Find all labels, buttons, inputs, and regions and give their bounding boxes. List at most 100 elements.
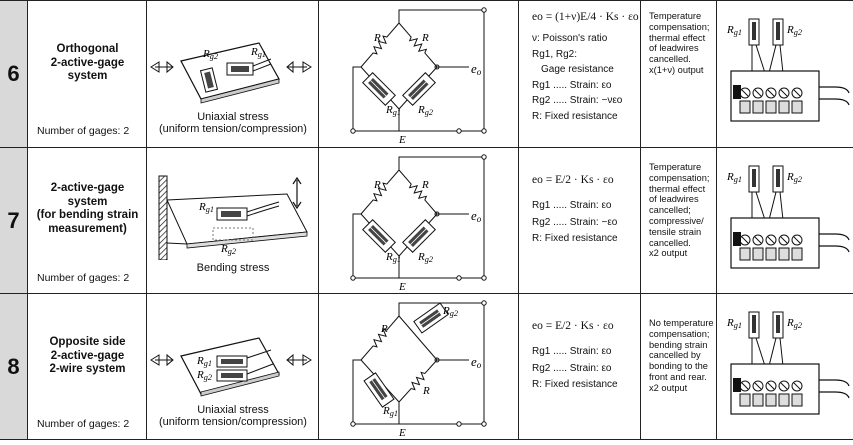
cable bbox=[819, 86, 850, 106]
output-formula: eo = E/2 · Ks · εo bbox=[532, 320, 614, 332]
gage-label: Rg2 bbox=[202, 48, 218, 61]
gage-label: Rg2 bbox=[786, 24, 802, 37]
note-line: cancelled; bbox=[649, 205, 691, 216]
gage-label: Rg1 bbox=[726, 24, 742, 37]
output-formula: eo = E/2 · Ks · εo bbox=[532, 174, 614, 186]
note-line: x2 output bbox=[649, 248, 688, 259]
system-name-line: 2-wire system bbox=[49, 363, 126, 375]
output-voltage-label: eo bbox=[471, 354, 482, 370]
strain-gage-symbol bbox=[363, 372, 395, 408]
gage-label: Rg2 bbox=[417, 104, 433, 117]
system-name-line: (for bending strain bbox=[36, 209, 139, 221]
gage-label: Rg2 bbox=[786, 317, 802, 330]
strain-gage-bottom bbox=[212, 227, 254, 241]
formula-line: Rg2 ..... Strain: −εo bbox=[532, 216, 618, 228]
note-line: cancelled. bbox=[649, 54, 691, 65]
gage-count: Number of gages: 2 bbox=[37, 418, 130, 430]
note-line: No temperature bbox=[649, 318, 714, 328]
gage-count: Number of gages: 2 bbox=[37, 125, 130, 137]
formula-line: Rg1 ..... Strain: εo bbox=[532, 346, 612, 357]
caption-line: Bending stress bbox=[196, 262, 270, 274]
formula-line: Rg2 ..... Strain: εo bbox=[532, 362, 612, 374]
gage-label: Rg2 bbox=[786, 171, 802, 184]
output-voltage-label: eo bbox=[471, 61, 482, 77]
note-line: compensation; bbox=[649, 21, 710, 32]
output-voltage-label: eo bbox=[471, 208, 482, 224]
caption-line: (uniform tension/compression) bbox=[159, 416, 307, 428]
system-name-line: 2-active-gage bbox=[50, 56, 125, 69]
note-line: compensation; bbox=[649, 172, 710, 183]
note-line: of leadwires bbox=[649, 43, 699, 54]
supply-voltage-label: E bbox=[398, 427, 406, 439]
note-line: front and rear. bbox=[649, 371, 707, 382]
terminal-wiring-diagram: Rg1 Rg2 bbox=[726, 18, 850, 122]
formula-line: Rg1, Rg2: bbox=[532, 48, 578, 60]
row-number: 7 bbox=[0, 148, 28, 294]
tension-arrow-left-icon bbox=[150, 60, 174, 74]
formula-line: R: Fixed resistance bbox=[532, 110, 618, 122]
note-line: cancelled by bbox=[649, 350, 701, 361]
note-line: tensile strain bbox=[649, 226, 702, 237]
strain-gage-symbol bbox=[362, 219, 396, 253]
fixed-resistor bbox=[398, 169, 438, 215]
formula-line: R: Fixed resistance bbox=[532, 379, 618, 390]
formula-line: Rg1 ..... Strain: εo bbox=[532, 79, 612, 91]
note-line: Temperature bbox=[649, 162, 702, 172]
note-line: of leadwires bbox=[649, 194, 699, 205]
tension-arrow-right-icon bbox=[286, 60, 312, 74]
note-line: x2 output bbox=[649, 382, 688, 393]
gage-label: Rg1 bbox=[385, 104, 401, 117]
note-line: bonding to the bbox=[649, 361, 708, 372]
formula-line: R: Fixed resistance bbox=[532, 233, 618, 244]
formula-line: Rg2 ..... Strain: −νεo bbox=[532, 95, 623, 106]
gage-label: Rg2 bbox=[442, 305, 458, 318]
row-number: 6 bbox=[0, 1, 28, 147]
system-name-line: system bbox=[67, 70, 108, 82]
gage-label: Rg2 bbox=[220, 243, 236, 256]
table-divider bbox=[0, 0, 853, 1]
fixed-resistor-label: R bbox=[380, 323, 388, 335]
tension-arrow-right-icon bbox=[286, 353, 312, 367]
gage-count: Number of gages: 2 bbox=[37, 272, 130, 284]
formula-cell: eo = E/2 · Ks · εo Rg1 ..... Strain: εo Rg… bbox=[519, 294, 641, 440]
fixed-resistor bbox=[398, 22, 438, 68]
stress-caption: Bending stress bbox=[147, 262, 319, 274]
fixed-resistor bbox=[360, 22, 400, 68]
strain-gage-symbol bbox=[402, 72, 436, 106]
fixed-resistor-label: R bbox=[373, 32, 381, 44]
row-number: 8 bbox=[0, 294, 28, 440]
supply-voltage-label: E bbox=[398, 134, 406, 146]
fixed-resistor bbox=[360, 315, 400, 361]
stress-caption: Uniaxial stress(uniform tension/compress… bbox=[147, 404, 319, 428]
wiring-cell: Rg1 Rg2 bbox=[717, 1, 853, 147]
strain-gage-symbol bbox=[362, 72, 396, 106]
tension-arrow-left-icon bbox=[150, 353, 174, 367]
fixed-resistor bbox=[360, 169, 400, 215]
